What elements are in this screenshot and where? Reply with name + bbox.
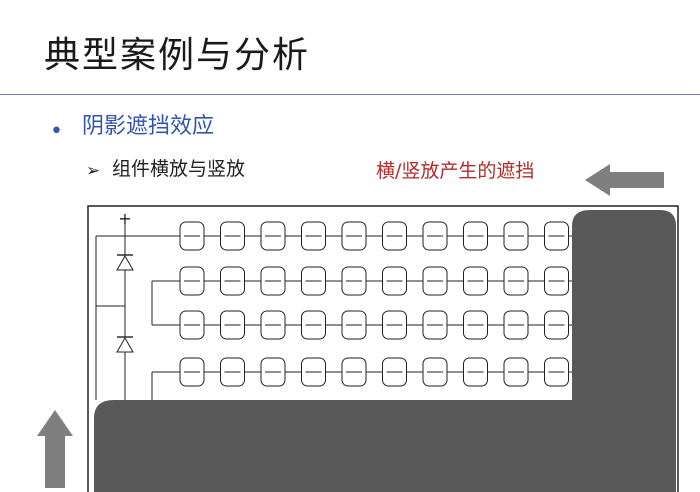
bullet-dot-icon: • <box>50 119 63 144</box>
bypass-diode-icon <box>116 254 134 271</box>
bypass-wiring <box>95 224 180 400</box>
left-arrow-icon <box>585 164 664 196</box>
positive-terminal-label: + <box>118 209 131 228</box>
arrowhead-bullet-icon: ➢ <box>86 161 101 181</box>
title-divider <box>0 94 700 95</box>
sub-bullet-text: 组件横放与竖放 <box>112 158 246 180</box>
shading-label: 横/竖放产生的遮挡 <box>376 160 535 182</box>
slide-title: 典型案例与分析 <box>44 35 311 76</box>
bullet-heading: 阴影遮挡效应 <box>82 114 215 139</box>
cell-grid <box>152 221 572 387</box>
up-arrow-icon <box>37 410 73 488</box>
shadow-horizontal <box>94 400 676 492</box>
bypass-diode-icon <box>116 336 134 353</box>
